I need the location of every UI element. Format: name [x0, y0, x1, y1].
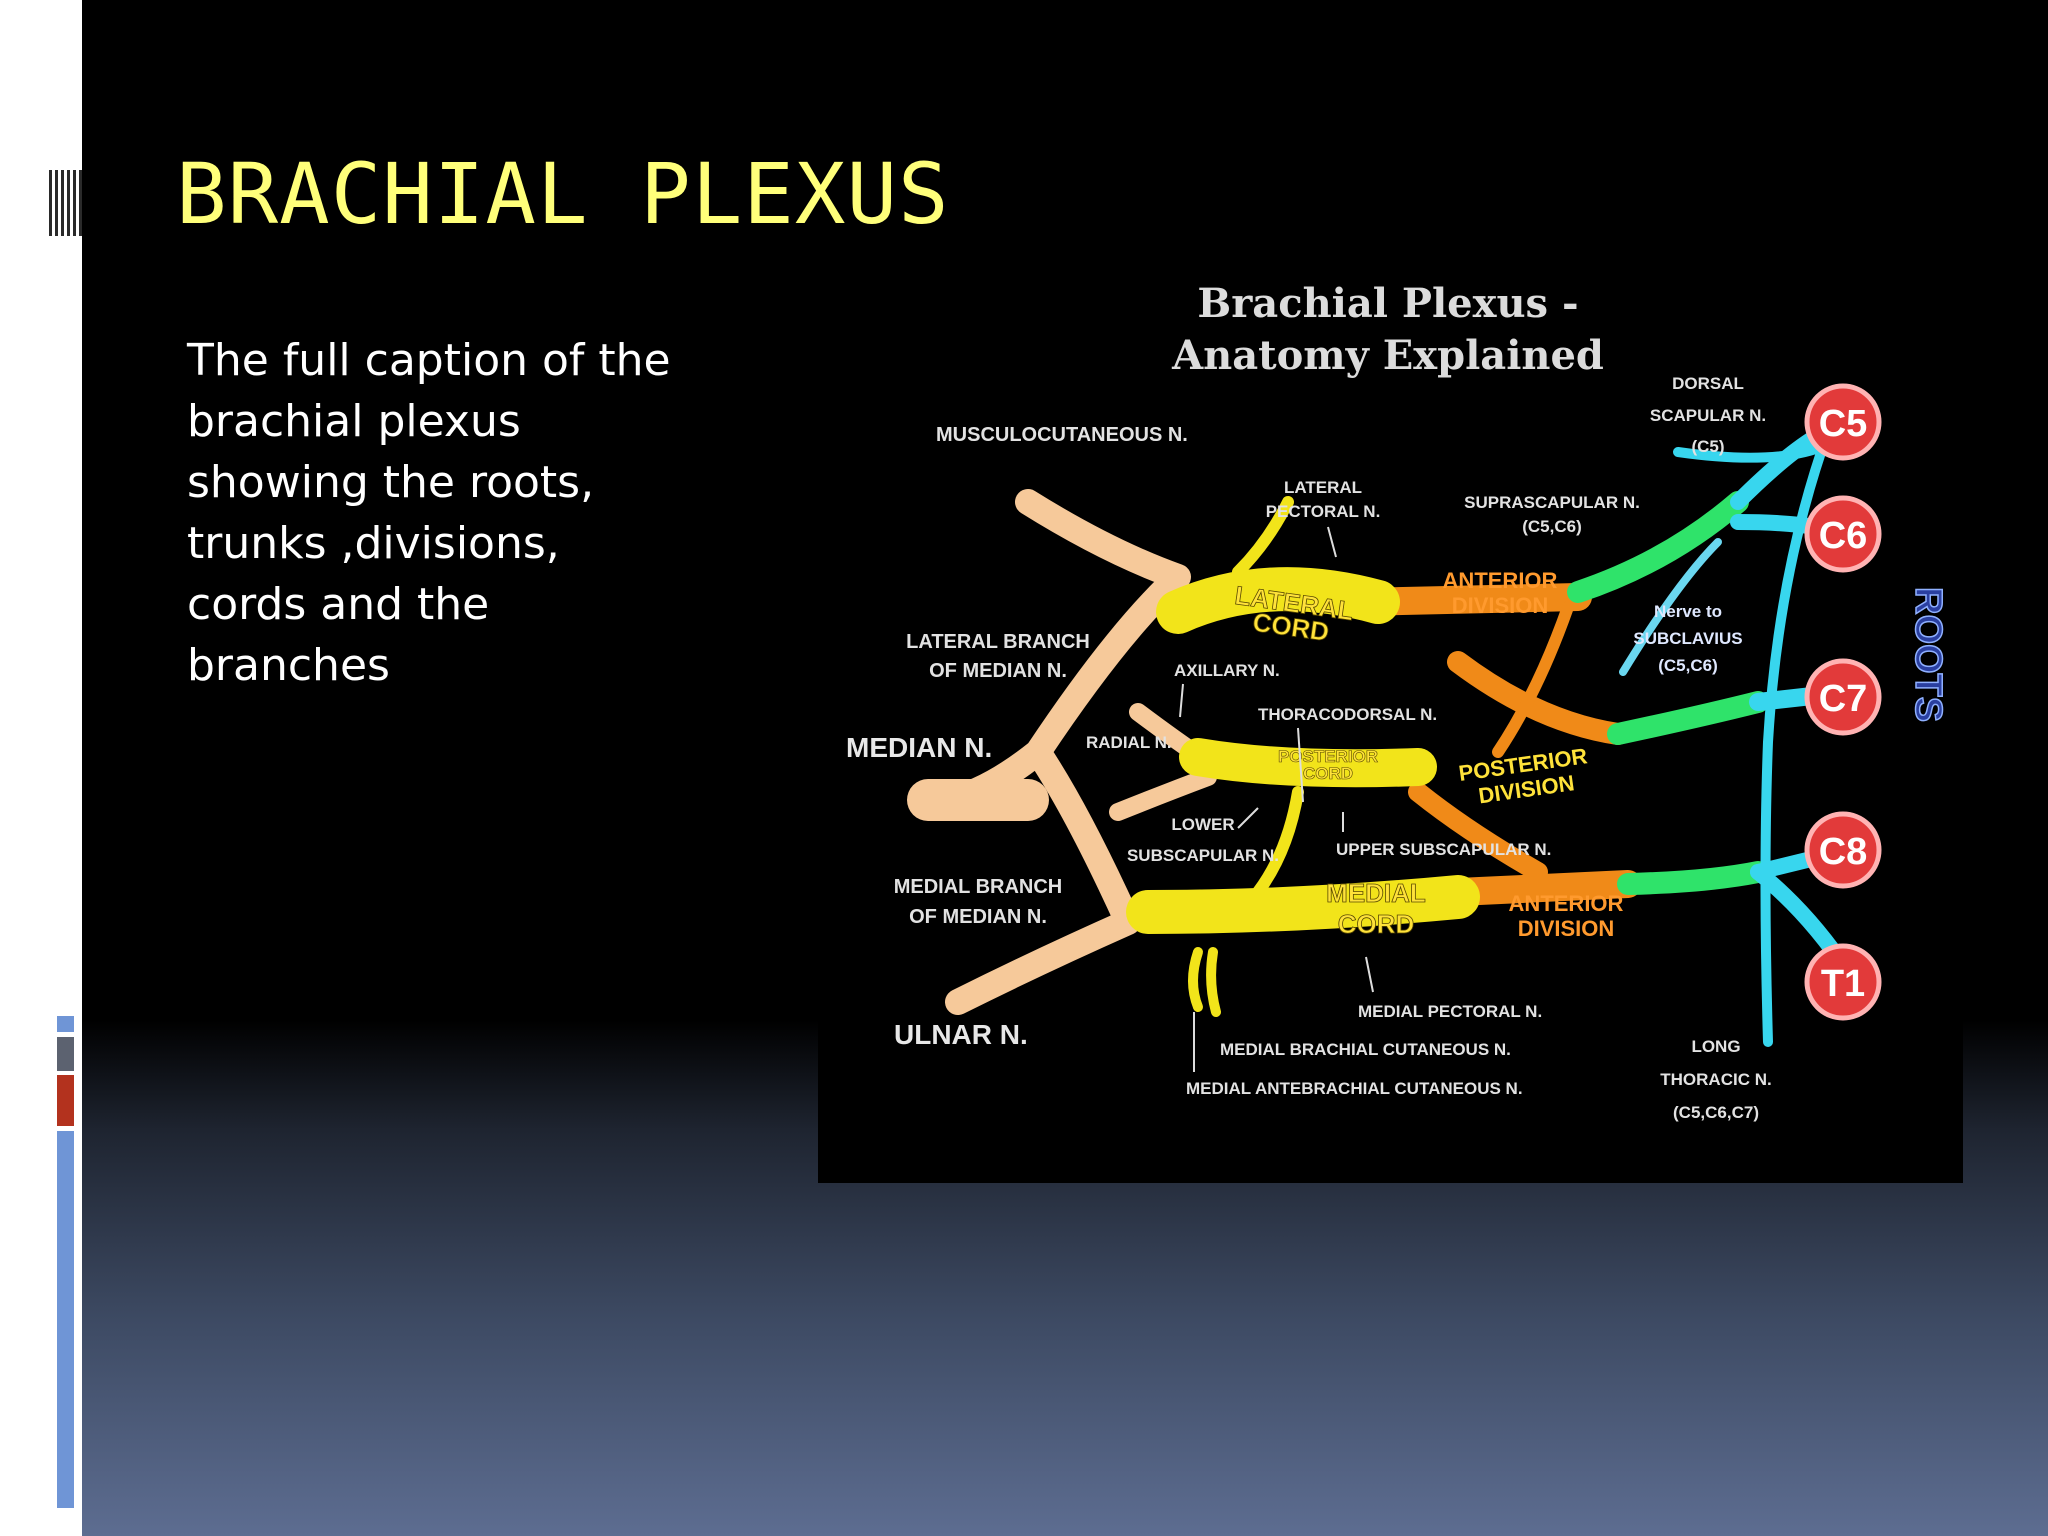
- posterior-division-path: [1447, 651, 1629, 745]
- diagram-title-line-1: Brachial Plexus -: [1197, 280, 1578, 327]
- long-thoracic-label: LONG: [1691, 1037, 1740, 1056]
- slide-caption: The full caption of the brachial plexus …: [187, 335, 671, 691]
- lateral-pectoral-label: PECTORAL N.: [1266, 502, 1381, 521]
- anterior-division-label: DIVISION: [1452, 593, 1549, 618]
- radial-label: RADIAL N.: [1086, 733, 1172, 752]
- nerve-to-subclavius-label: (C5,C6): [1658, 656, 1718, 675]
- posterior-cord-label: POSTERIOR: [1278, 747, 1378, 766]
- thoracodorsal-label: THORACODORSAL N.: [1258, 705, 1437, 724]
- lower-subscapular-label: LOWER: [1171, 815, 1234, 834]
- medial-pectoral-label: MEDIAL PECTORAL N.: [1358, 1002, 1542, 1021]
- middle-trunk-path: [1607, 691, 1769, 745]
- root-c6: C6: [1804, 495, 1882, 573]
- root-label: C5: [1819, 403, 1868, 445]
- medial-cord-label: MEDIAL: [1326, 878, 1426, 908]
- leader-line: [1237, 807, 1259, 829]
- medial-cord-path: [1126, 875, 1480, 934]
- suprascapular-label: (C5,C6): [1522, 517, 1582, 536]
- accent-block: [57, 1075, 74, 1126]
- leader-line: [1365, 956, 1374, 993]
- roots-label: ROOTS: [1907, 587, 1949, 722]
- medial-branch-median-label: MEDIAL BRANCH: [894, 876, 1063, 898]
- lower-trunk-path: [1617, 861, 1769, 895]
- musculocutaneous-label: MUSCULOCUTANEOUS N.: [936, 424, 1188, 446]
- diagram-title-line-2: Anatomy Explained: [1171, 332, 1604, 379]
- upper-trunk-path: [1567, 491, 1749, 603]
- decorative-lines: [49, 170, 82, 236]
- ulnar-nerve-path: [945, 739, 1141, 1015]
- leader-line: [1327, 526, 1337, 558]
- medial-cutaneous-nerve-path: [1188, 947, 1203, 1012]
- medial-cutaneous-nerve-path: [1206, 947, 1221, 1017]
- anterior-division-label: ANTERIOR: [1509, 891, 1624, 916]
- dorsal-scapular-label: (C5): [1691, 437, 1724, 456]
- suprascapular-label: SUPRASCAPULAR N.: [1464, 493, 1640, 512]
- posterior-cord-path: [1179, 738, 1437, 788]
- long-thoracic-nerve-path: [1760, 427, 1833, 1047]
- leader-line: [1297, 727, 1304, 803]
- root-label: C8: [1819, 831, 1868, 873]
- anterior-division-label: ANTERIOR: [1443, 568, 1558, 593]
- medial-branch-median-label: OF MEDIAN N.: [909, 906, 1047, 928]
- root-c5: C5: [1804, 383, 1882, 461]
- root-label: C7: [1819, 678, 1868, 720]
- root-c8: C8: [1804, 811, 1882, 889]
- upper-subscapular-label: UPPER SUBSCAPULAR N.: [1336, 840, 1551, 859]
- accent-block: [57, 1016, 74, 1032]
- long-thoracic-label: THORACIC N.: [1660, 1070, 1771, 1089]
- posterior-division-connector-path: [1492, 601, 1574, 758]
- dorsal-scapular-label: SCAPULAR N.: [1650, 406, 1766, 425]
- lateral-pectoral-nerve-path: [1232, 496, 1294, 578]
- root-label: T1: [1821, 963, 1865, 1005]
- musculocutaneous-nerve-path: [935, 489, 1191, 813]
- long-thoracic-label: (C5,C6,C7): [1673, 1103, 1759, 1122]
- accent-block: [57, 1037, 74, 1071]
- root-t1: T1: [1804, 943, 1882, 1021]
- lateral-branch-median-label: LATERAL BRANCH: [906, 631, 1090, 653]
- nerve-to-subclavius-label: SUBCLAVIUS: [1633, 629, 1742, 648]
- anterior-division-label: DIVISION: [1518, 916, 1615, 941]
- posterior-cord-label: CORD: [1303, 764, 1353, 783]
- slide-title: BRACHIAL PLEXUS: [176, 145, 950, 243]
- lower-subscapular-nerve-path: [1252, 786, 1304, 898]
- ulnar-label: ULNAR N.: [894, 1019, 1028, 1050]
- anterior-division-lower-path: [1444, 870, 1642, 906]
- nerve-to-subclavius-path: [1619, 538, 1722, 676]
- posterior-division-lower-path: [1408, 782, 1548, 882]
- axillary-label: AXILLARY N.: [1174, 661, 1280, 680]
- median-label: MEDIAN N.: [846, 732, 992, 763]
- medial-cord-label: CORD: [1338, 909, 1415, 939]
- nerve-to-subclavius-label: Nerve to: [1654, 602, 1722, 621]
- dorsal-scapular-label: DORSAL: [1672, 374, 1744, 393]
- root-label: C6: [1819, 515, 1868, 557]
- lateral-pectoral-label: LATERAL: [1284, 478, 1362, 497]
- medial-brachial-cutaneous-label: MEDIAL BRACHIAL CUTANEOUS N.: [1220, 1040, 1511, 1059]
- leader-line: [1179, 683, 1184, 718]
- lateral-cord-path: [1156, 567, 1400, 634]
- brachial-plexus-diagram: Brachial Plexus - Anatomy Explained C5 C…: [818, 272, 1963, 1183]
- lateral-branch-median-label: OF MEDIAN N.: [929, 660, 1067, 682]
- accent-block: [57, 1131, 74, 1508]
- root-c7: C7: [1804, 658, 1882, 736]
- lower-subscapular-label: SUBSCAPULAR N.: [1127, 846, 1279, 865]
- axillary-nerve-path: [1109, 768, 1217, 821]
- medial-antebrachial-cutaneous-label: MEDIAL ANTEBRACHIAL CUTANEOUS N.: [1186, 1079, 1523, 1098]
